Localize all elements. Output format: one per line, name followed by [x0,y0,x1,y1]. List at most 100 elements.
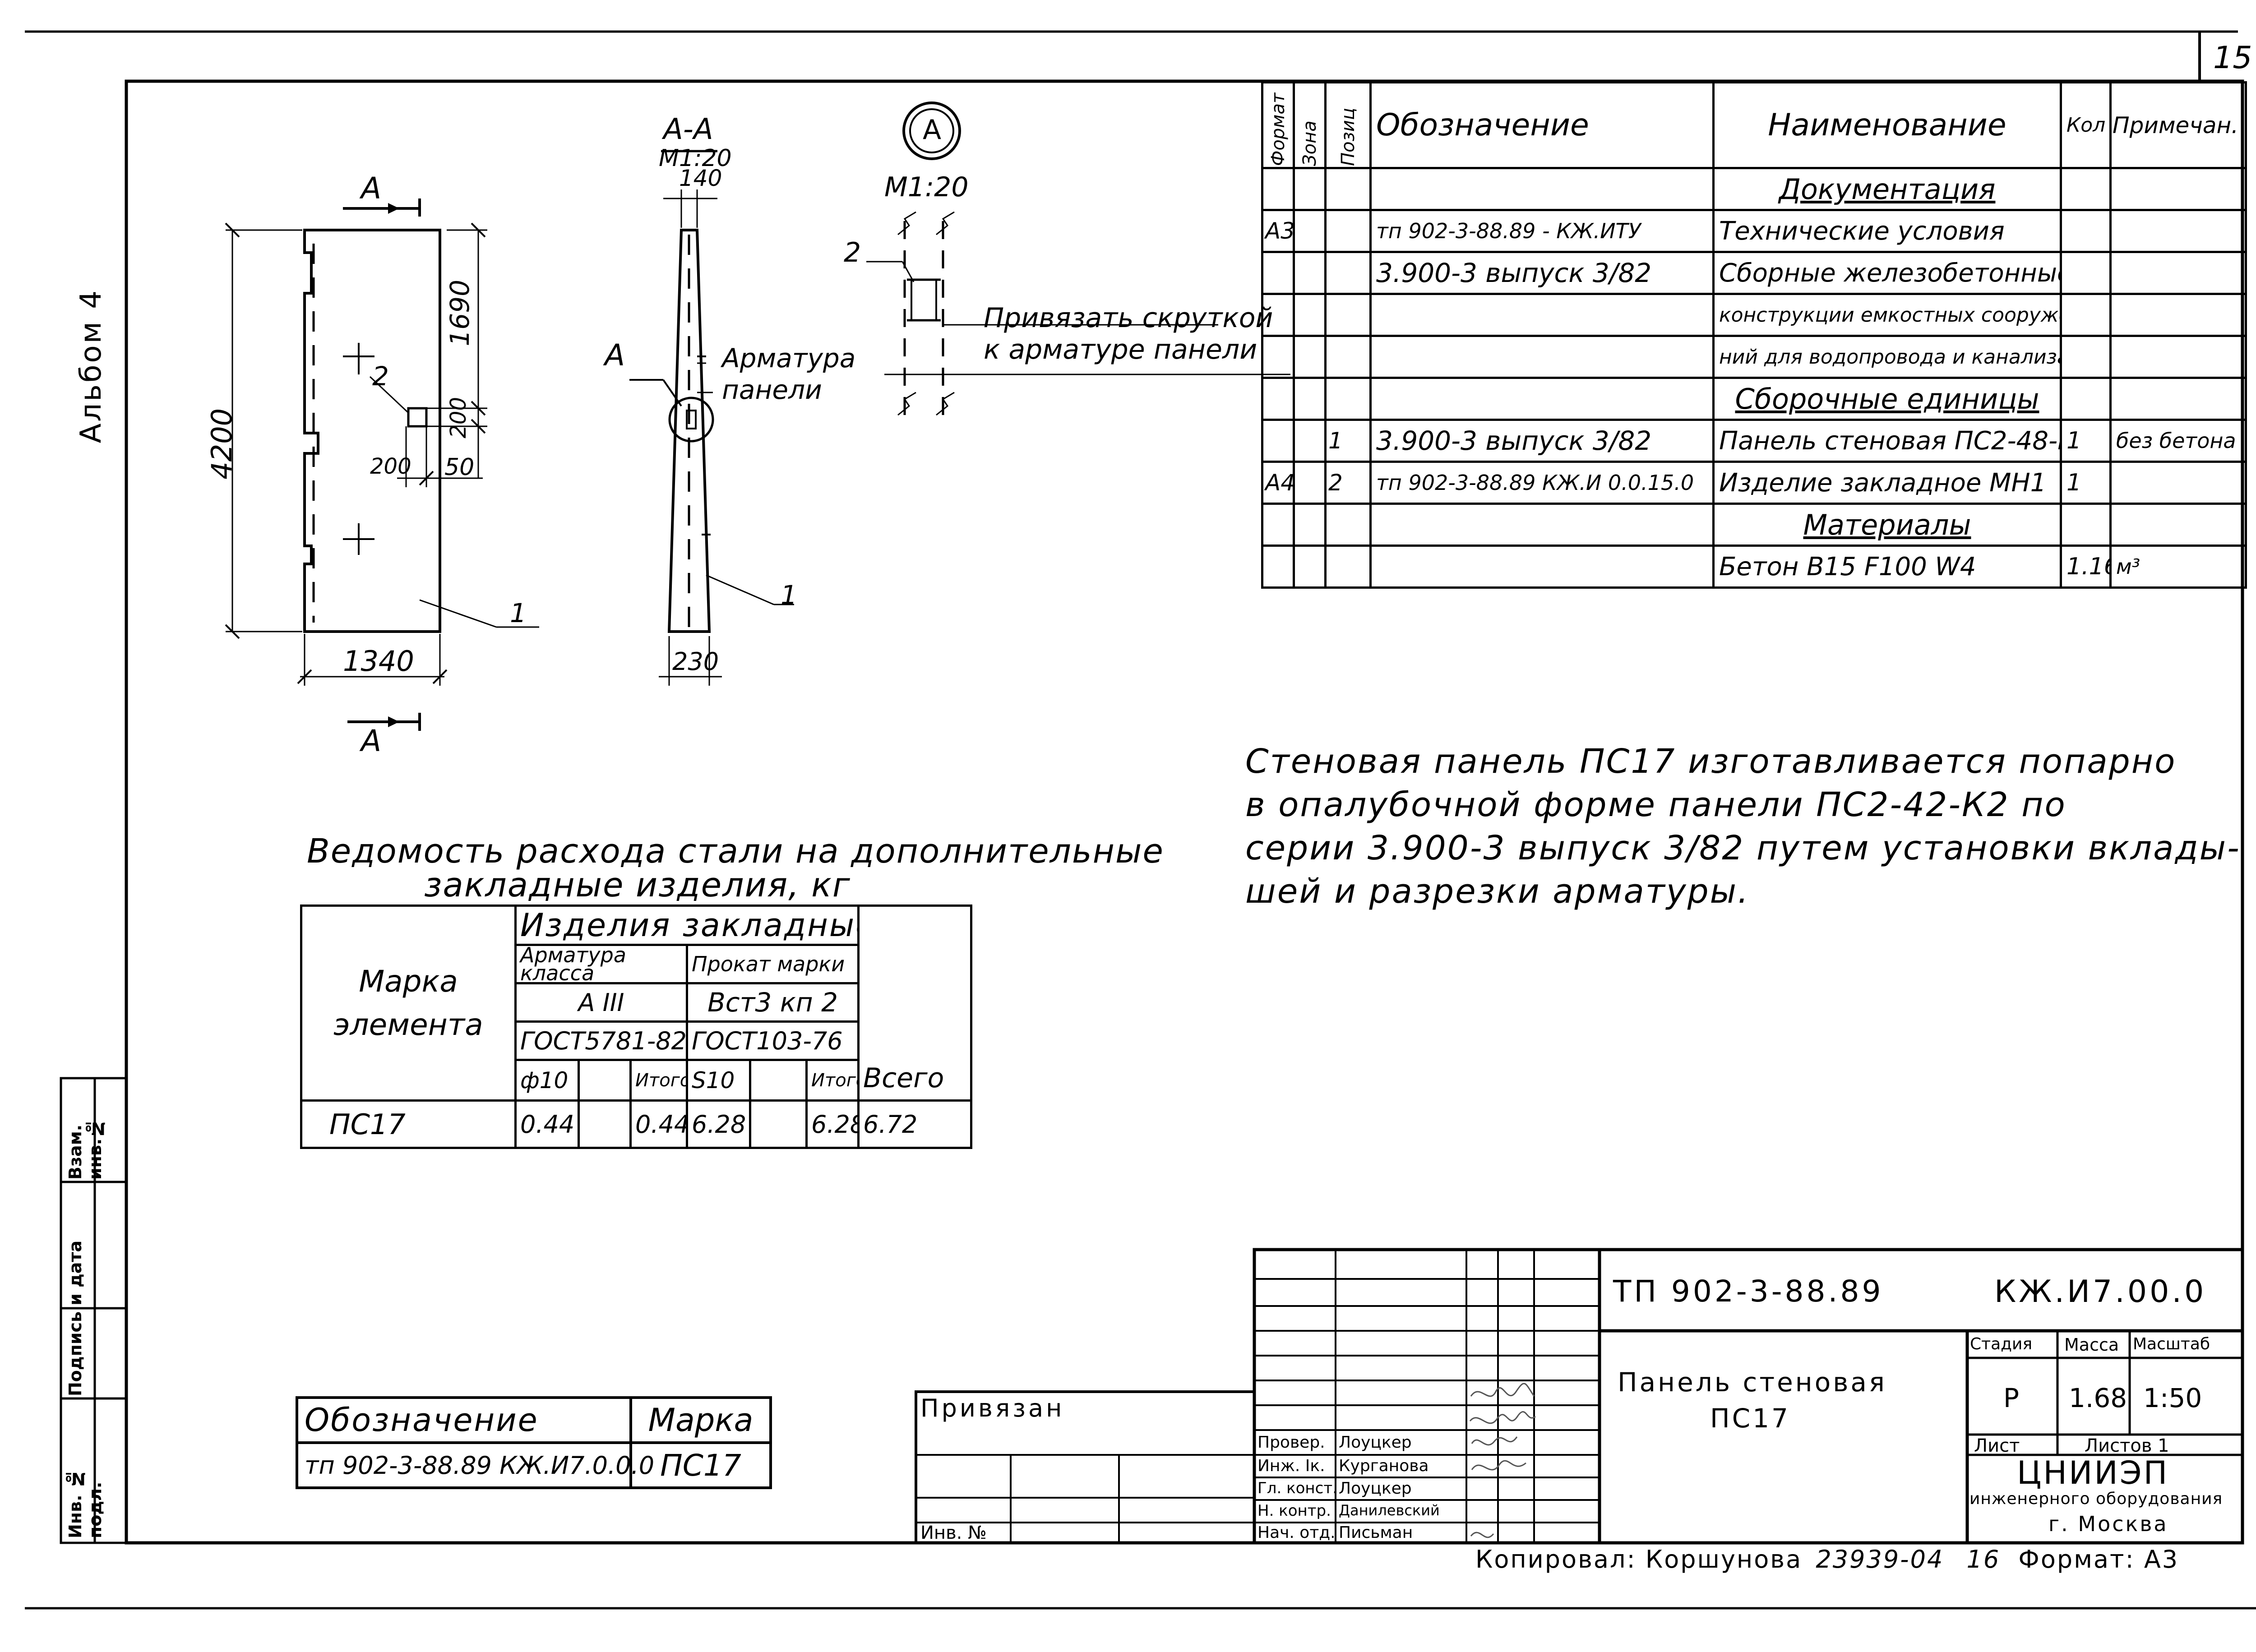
note-line: в опалубочной форме панели ПС2-42-К2 по [1245,785,2066,824]
elevation-dim-200-v: 200 [446,397,471,438]
tb-role-3: Н. контр. [1257,1502,1331,1520]
spec-cell-zone [1293,377,1327,421]
spec-header-row: Формат Зона Позиц Обозначение Наименован… [1261,81,2247,169]
tb-scale: 1:50 [2143,1383,2202,1413]
spec-cell-name: Сборочные единицы [1712,377,2062,421]
stamp-inv-original: Инв. № подл. [65,1469,105,1538]
mark-h-designation: Обозначение [296,1396,632,1444]
tb-org-2: инженерного оборудования [1969,1490,2223,1508]
spec-cell-format: А4 [1261,461,1295,505]
elevation-section-mark-top: А [361,171,382,206]
spec-cell-name: Материалы [1712,503,2062,547]
spec-cell-qty: 1.16 [2060,545,2112,589]
spec-cell-note [2109,503,2247,547]
steel-h-steel: Вст3 кп 2 [686,982,860,1023]
spec-cell-qty [2060,377,2112,421]
spec-cell-note [2109,377,2247,421]
steel-h-gost1: ГОСТ5781-82 [514,1020,688,1061]
detail-note-1: Привязать скруткой [984,302,1273,334]
tb-sheet-label: Лист [1974,1435,2020,1456]
tb-role-2: Гл. конст. [1257,1479,1337,1497]
steel-h-prokat: Прокат марки [686,944,860,984]
spec-h-zone: Зона [1293,81,1327,169]
section-dim-top: 140 [679,165,722,191]
spec-row: Документация [1261,167,2247,211]
spec-cell-pos [1324,503,1372,547]
spec-cell-designation: тп 902-3-88.89 - КЖ.ИТУ [1369,209,1715,253]
tb-name-2: Лоуцкер [1339,1479,1412,1498]
spec-cell-name: Технические условия [1712,209,2062,253]
spec-cell-qty [2060,209,2112,253]
spec-cell-designation [1369,377,1715,421]
tb-role-4: Нач. отд. [1257,1523,1336,1542]
general-note: Стеновая панель ПС17 изготавливается поп… [1245,740,2241,913]
footer-number: 23939-04 [1816,1545,1944,1574]
steel-h-s10: S10 [686,1059,751,1102]
section-scale: М1:20 [659,145,732,172]
spec-h-name: Наименование [1712,81,2062,169]
spec-cell-designation [1369,545,1715,589]
spec-table: Формат Зона Позиц Обозначение Наименован… [1261,81,2247,589]
spec-cell-note [2109,167,2247,211]
spec-cell-format [1261,167,1295,211]
spec-cell-designation: 3.900-3 выпуск 3/82 [1369,419,1715,463]
detail-scale: М1:20 [884,171,969,203]
elevation-dim-width: 1340 [343,645,414,678]
steel-cell-total: 6.72 [857,1099,972,1149]
signatures [1469,1383,1536,1538]
steel-row: ПС17 0.44 0.44 6.28 6.28 6.72 [300,1099,972,1149]
spec-cell-pos [1324,209,1372,253]
spec-cell-format [1261,419,1295,463]
steel-h-armatura: Арматура класса [514,944,688,984]
spec-cell-zone [1293,419,1327,463]
footer: Копировал: Коршунова 23939-04 16 Формат:… [1475,1545,2179,1574]
spec-h-designation: Обозначение [1369,81,1715,169]
tb-mass: 1.68 [2069,1383,2127,1413]
detail-a [866,102,1290,424]
spec-cell-note [2109,209,2247,253]
spec-h-note: Примечан. [2109,81,2247,169]
tb-h-stage: Стадия [1970,1335,2033,1353]
tb-code: КЖ.И7.00.0 [1994,1274,2207,1310]
tb-name-3: Данилевский [1339,1502,1440,1519]
spec-cell-name: Панель стеновая ПС2-48-К2 [1712,419,2062,463]
elevation-pos-2: 2 [372,361,389,392]
steel-table: Марка элемента Изделия закладные Всего А… [300,904,972,1149]
spec-cell-zone [1293,503,1327,547]
spec-cell-zone [1293,545,1327,589]
spec-cell-format [1261,335,1295,379]
tb-h-scale: Масштаб [2133,1335,2210,1353]
tb-role-1: Инж. Iк. [1257,1457,1325,1475]
steel-cell-mark: ПС17 [300,1099,517,1149]
spec-cell-format [1261,251,1295,295]
detail-note-2: к арматуре панели [984,334,1257,365]
steel-table-title-2: закладные изделия, кг [424,866,851,904]
spec-cell-note [2109,335,2247,379]
note-line: шей и разрезки арматуры. [1245,872,1750,911]
section-pos-1: 1 [781,580,797,610]
attached-label: Привязан [920,1394,1065,1422]
steel-h-blank2 [749,1059,808,1102]
section-title: А-А [663,113,713,146]
steel-h-itogo1: Итого [629,1059,688,1102]
title-block-frame [915,1248,2244,1545]
spec-cell-zone [1293,251,1327,295]
spec-cell-designation [1369,503,1715,547]
spec-cell-note [2109,293,2247,337]
spec-cell-note: м³ [2109,545,2247,589]
spec-cell-zone [1293,293,1327,337]
mark-designation: тп 902-3-88.89 КЖ.И7.0.0.0 [296,1441,654,1489]
footer-copied: Копировал: Коршунова [1475,1545,1803,1574]
elevation-pos-1: 1 [510,598,527,628]
spec-cell-pos: 1 [1324,419,1372,463]
tb-sheets-label: Листов 1 [2085,1435,2169,1456]
tb-name-0: Лоуцкер [1339,1433,1412,1452]
spec-cell-designation: тп 902-3-88.89 КЖ.И 0.0.15.0 [1369,461,1715,505]
spec-cell-pos [1324,293,1372,337]
mark-table: Обозначение Марка тп 902-3-88.89 КЖ.И7.0… [296,1396,772,1489]
tb-name-1: Курганова [1339,1457,1429,1475]
spec-cell-pos [1324,377,1372,421]
